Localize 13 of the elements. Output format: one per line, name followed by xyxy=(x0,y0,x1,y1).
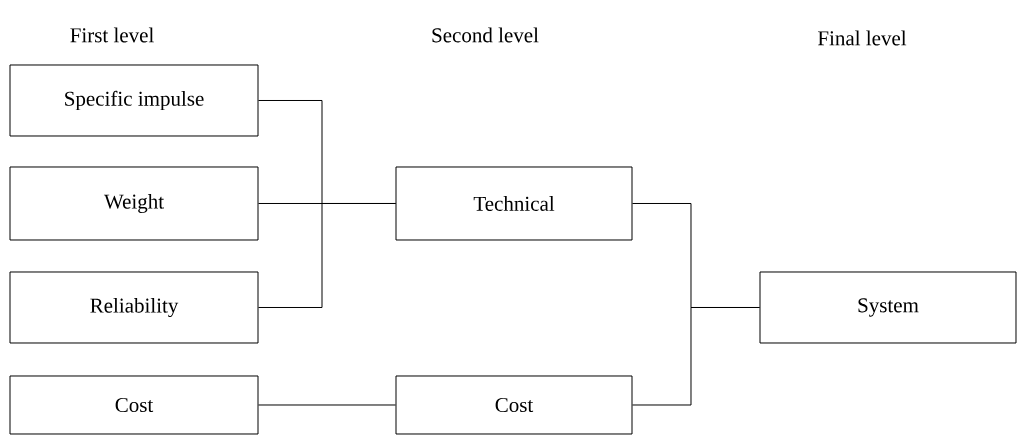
column-heading: Final level xyxy=(818,30,907,46)
process-box: Cost xyxy=(395,375,633,435)
column-heading: Second level xyxy=(432,27,539,43)
process-box: Specific impulse xyxy=(9,64,259,137)
connector-line xyxy=(258,404,396,406)
process-box: Reliability xyxy=(9,271,259,344)
process-box: Cost xyxy=(9,375,259,435)
connector-line xyxy=(258,203,396,308)
process-box: System xyxy=(759,271,1017,344)
column-heading: First level xyxy=(70,27,154,43)
process-box: Technical xyxy=(395,166,633,241)
connector-line xyxy=(632,307,760,406)
process-box: Weight xyxy=(9,166,259,241)
